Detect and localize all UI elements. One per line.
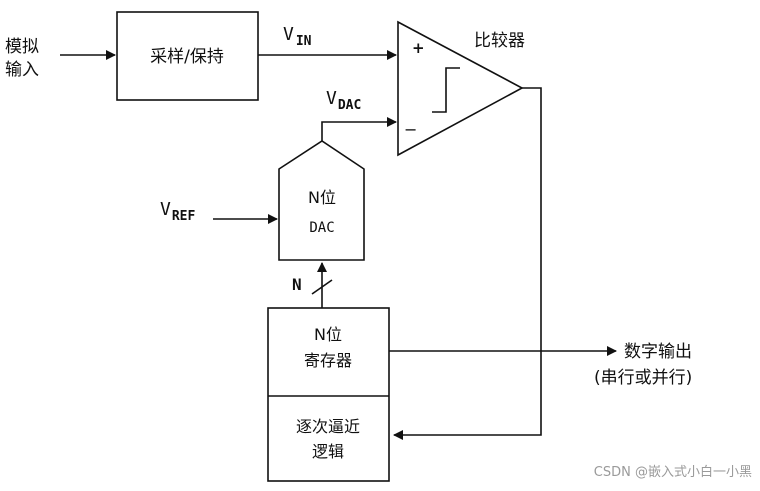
vref-label: VREF <box>160 199 195 224</box>
digital-output-label-line2: (串行或并行) <box>594 368 692 388</box>
watermark-text: CSDN @嵌入式小白一小黑 <box>594 464 752 480</box>
sample-hold-label: 采样/保持 <box>150 47 224 67</box>
sar-logic-label-line2: 逻辑 <box>312 442 344 461</box>
comparator-plus-sign: + <box>412 39 425 57</box>
register-sar-block <box>267 307 390 482</box>
analog-input-label-line2: 输入 <box>5 60 39 80</box>
bus-slash-mark <box>311 279 333 295</box>
sample-hold-block <box>116 11 259 101</box>
dac-label-line2: DAC <box>309 220 334 236</box>
bus-width-label: N <box>292 275 302 294</box>
sar-logic-label-line1: 逐次逼近 <box>296 417 360 436</box>
comparator-minus-sign: − <box>404 120 417 139</box>
comparator-output-wire <box>393 87 542 440</box>
analog-input-label-line1: 模拟 <box>5 37 39 57</box>
register-label-line2: 寄存器 <box>304 351 352 370</box>
vdac-wire <box>321 117 397 141</box>
dac-block <box>278 140 365 261</box>
comparator-symbol <box>397 20 524 157</box>
comparator-step-icon <box>432 67 460 113</box>
comparator-label: 比较器 <box>474 31 525 51</box>
vdac-label: VDAC <box>326 88 361 113</box>
register-label-line1: N位 <box>314 325 342 344</box>
dac-label-line1: N位 <box>308 188 336 207</box>
digital-output-label-line1: 数字输出 <box>624 342 692 362</box>
